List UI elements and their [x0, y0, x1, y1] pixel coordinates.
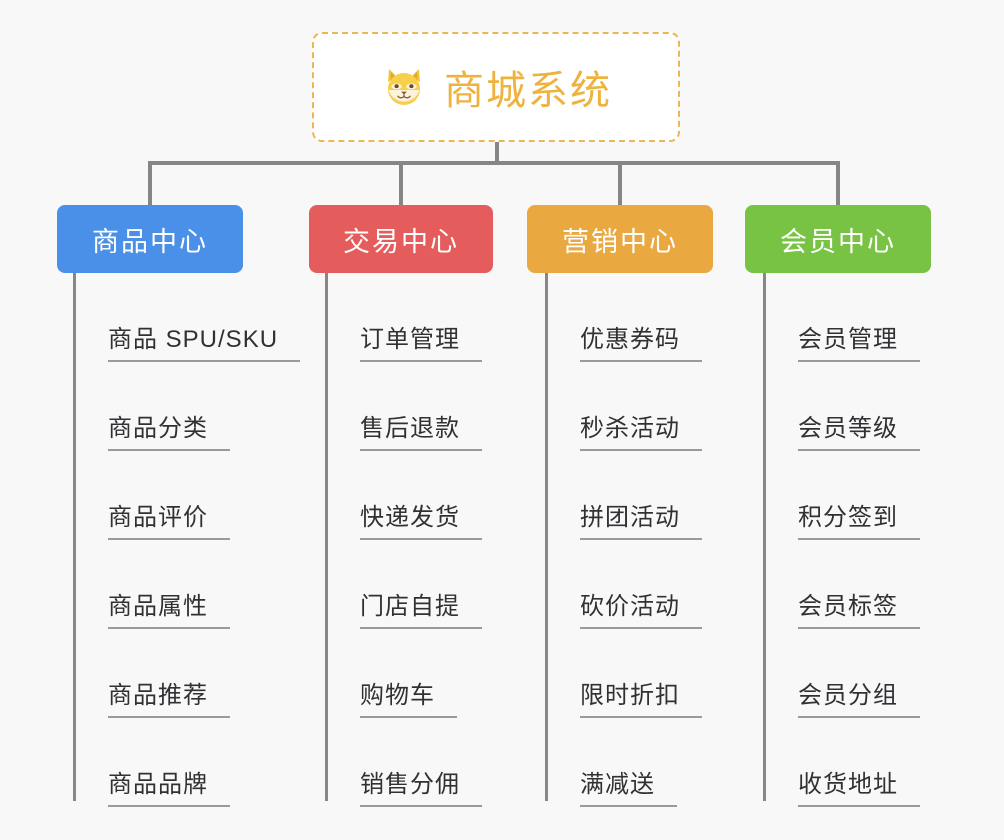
leaf-item[interactable]: 积分签到	[763, 451, 920, 540]
leaf-item-label: 售后退款	[360, 408, 482, 451]
leaf-item-label: 销售分佣	[360, 764, 482, 807]
leaf-spine-trade-center	[325, 273, 328, 801]
leaf-item[interactable]: 秒杀活动	[545, 362, 702, 451]
leaf-item-label: 商品分类	[108, 408, 230, 451]
leaf-spine-product-center	[73, 273, 76, 801]
leaf-item[interactable]: 拼团活动	[545, 451, 702, 540]
leaf-item[interactable]: 订单管理	[325, 273, 482, 362]
leaf-item-label: 限时折扣	[580, 675, 702, 718]
category-label: 商品中心	[92, 226, 208, 257]
leaf-item-label: 收货地址	[798, 764, 920, 807]
connector-drop-member-center	[836, 161, 840, 205]
shiba-dog-face-icon	[380, 63, 428, 111]
leaf-item[interactable]: 门店自提	[325, 540, 482, 629]
leaf-item-label: 优惠券码	[580, 319, 702, 362]
leaf-item[interactable]: 会员等级	[763, 362, 920, 451]
leaf-item-label: 秒杀活动	[580, 408, 702, 451]
leaf-item[interactable]: 砍价活动	[545, 540, 702, 629]
leaf-column-product-center: 商品 SPU/SKU 商品分类商品评价商品属性商品推荐商品品牌	[73, 273, 301, 807]
leaf-item[interactable]: 商品 SPU/SKU	[73, 273, 301, 362]
leaf-item-label: 砍价活动	[580, 586, 702, 629]
category-label: 交易中心	[343, 226, 459, 257]
leaf-item-label: 购物车	[360, 675, 457, 718]
leaf-item-label: 商品 SPU/SKU	[108, 319, 301, 362]
leaf-item[interactable]: 限时折扣	[545, 629, 702, 718]
leaf-item-label: 商品评价	[108, 497, 230, 540]
root-title: 商城系统	[444, 69, 612, 113]
leaf-column-marketing-center: 优惠券码秒杀活动拼团活动砍价活动限时折扣满减送	[545, 273, 702, 807]
leaf-item[interactable]: 购物车	[325, 629, 482, 718]
leaf-spine-marketing-center	[545, 273, 548, 801]
leaf-item[interactable]: 会员分组	[763, 629, 920, 718]
leaf-item[interactable]: 优惠券码	[545, 273, 702, 362]
leaf-item-label: 商品属性	[108, 586, 230, 629]
connector-root-vertical	[495, 142, 499, 164]
leaf-item[interactable]: 售后退款	[325, 362, 482, 451]
leaf-item[interactable]: 销售分佣	[325, 718, 482, 807]
leaf-item-label: 商品推荐	[108, 675, 230, 718]
leaf-item-label: 门店自提	[360, 586, 482, 629]
leaf-item[interactable]: 商品分类	[73, 362, 300, 451]
connector-horizontal-bus	[148, 161, 838, 165]
leaf-item[interactable]: 商品推荐	[73, 629, 300, 718]
leaf-item-label: 快递发货	[360, 497, 482, 540]
leaf-item-label: 积分签到	[798, 497, 920, 540]
leaf-item-label: 会员分组	[798, 675, 920, 718]
leaf-item[interactable]: 收货地址	[763, 718, 920, 807]
category-box-member-center[interactable]: 会员中心	[745, 205, 931, 273]
connector-drop-trade-center	[399, 161, 403, 205]
leaf-column-member-center: 会员管理会员等级积分签到会员标签会员分组收货地址	[763, 273, 920, 807]
connector-drop-product-center	[148, 161, 152, 205]
category-box-trade-center[interactable]: 交易中心	[309, 205, 493, 273]
leaf-item[interactable]: 会员管理	[763, 273, 920, 362]
category-box-product-center[interactable]: 商品中心	[57, 205, 243, 273]
leaf-spine-member-center	[763, 273, 766, 801]
connector-drop-marketing-center	[618, 161, 622, 205]
leaf-item-label: 满减送	[580, 764, 677, 807]
leaf-item[interactable]: 商品属性	[73, 540, 300, 629]
leaf-item[interactable]: 会员标签	[763, 540, 920, 629]
category-label: 营销中心	[562, 226, 678, 257]
leaf-column-trade-center: 订单管理售后退款快递发货门店自提购物车销售分佣	[325, 273, 482, 807]
leaf-item[interactable]: 商品评价	[73, 451, 300, 540]
leaf-item[interactable]: 商品品牌	[73, 718, 300, 807]
root-node-shop-system[interactable]: 商城系统	[312, 32, 680, 142]
leaf-item-label: 会员等级	[798, 408, 920, 451]
category-box-marketing-center[interactable]: 营销中心	[527, 205, 713, 273]
leaf-item-label: 会员标签	[798, 586, 920, 629]
leaf-item[interactable]: 满减送	[545, 718, 702, 807]
category-label: 会员中心	[780, 226, 896, 257]
leaf-item-label: 拼团活动	[580, 497, 702, 540]
leaf-item[interactable]: 快递发货	[325, 451, 482, 540]
leaf-item-label: 订单管理	[360, 319, 482, 362]
leaf-item-label: 会员管理	[798, 319, 920, 362]
leaf-item-label: 商品品牌	[108, 764, 230, 807]
